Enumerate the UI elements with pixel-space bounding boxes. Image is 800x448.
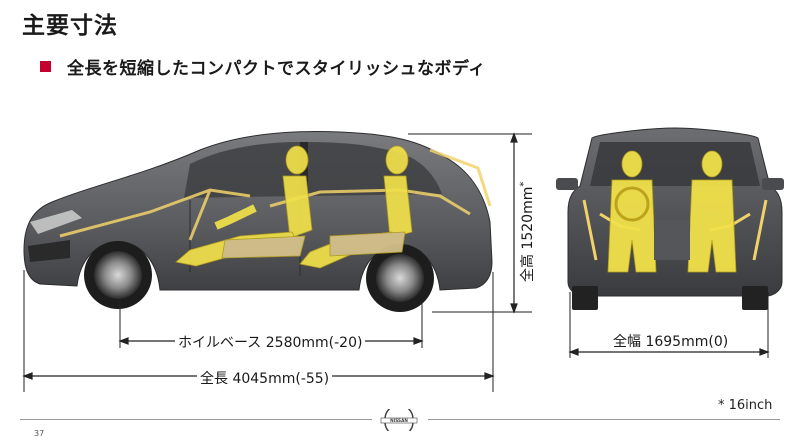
wheelbase-label: ホイルベース 2580mm(-20)	[175, 332, 366, 352]
height-label: 全高 1520mm*	[517, 152, 537, 282]
bullet-text: 全長を短縮したコンパクトでスタイリッシュなボディ	[67, 59, 486, 79]
height-value: 全高 1520mm	[520, 186, 536, 282]
page-title: 主要寸法	[22, 13, 118, 39]
page-number: 37	[34, 429, 45, 438]
footer-divider-right	[428, 419, 780, 420]
dimension-lines	[23, 133, 769, 392]
front-view-car	[556, 127, 784, 310]
bullet-point: 全長を短縮したコンパクトでスタイリッシュなボディ	[40, 54, 486, 79]
rear-occupant	[299, 145, 413, 269]
front-occupant	[175, 145, 313, 267]
height-note: *	[518, 181, 530, 187]
width-label: 全幅 1695mm(0)	[610, 331, 732, 351]
front-occupant-left	[607, 150, 657, 273]
tire-footnote: * 16inch	[718, 398, 773, 413]
logo-text: NISSAN	[390, 418, 408, 423]
bullet-square-icon	[40, 61, 51, 72]
length-label: 全長 4045mm(-55)	[197, 368, 333, 388]
nissan-logo: NISSAN	[380, 409, 418, 431]
footer-divider-left	[20, 419, 372, 420]
front-occupant-right	[687, 150, 737, 273]
side-view-car	[23, 131, 493, 312]
